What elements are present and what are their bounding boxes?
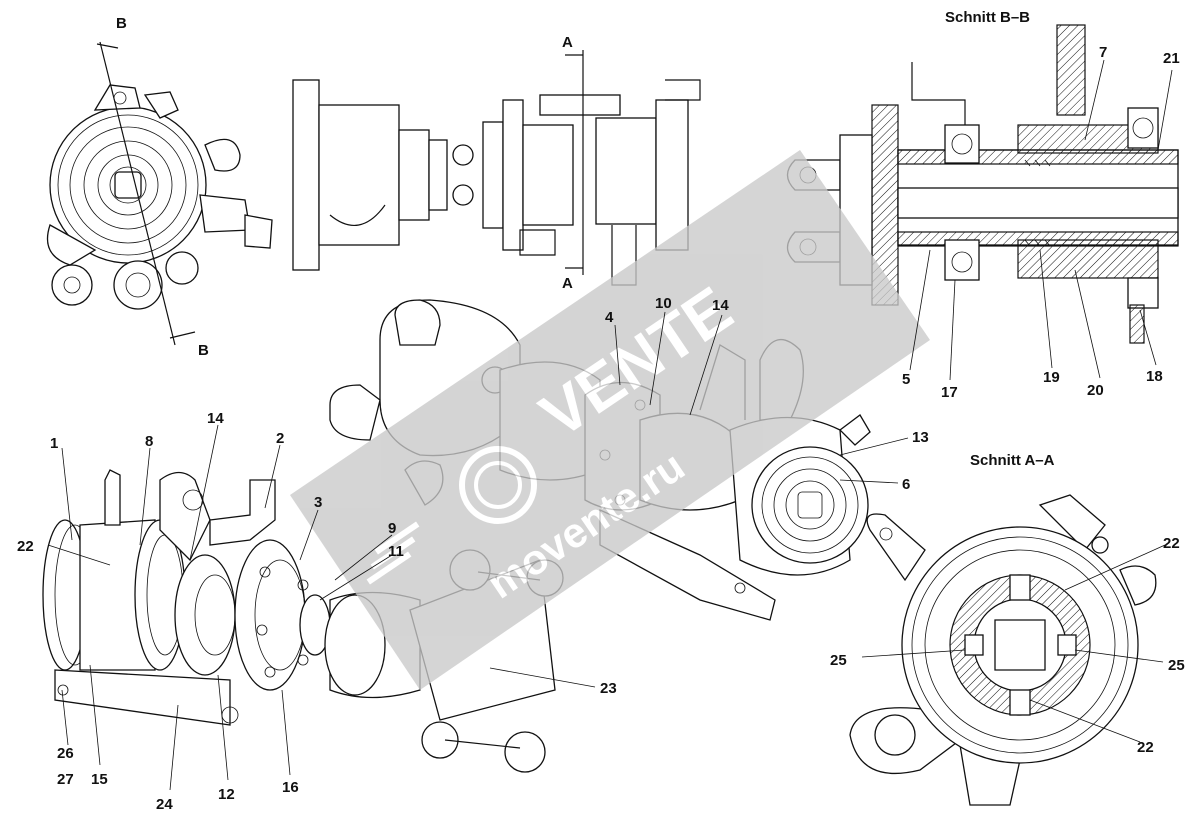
callout-20: 20 [1087, 382, 1104, 399]
cut-marker-a-bottom: A [562, 275, 573, 292]
callout-labels: 1 8 14 2 3 22 9 11 23 4 10 14 13 6 7 21 … [17, 44, 1185, 813]
callout-25-right: 25 [1168, 657, 1185, 674]
callout-27: 27 [57, 771, 74, 788]
callout-5: 5 [902, 371, 910, 388]
callout-26: 26 [57, 745, 74, 762]
leader-lines [47, 59, 1173, 791]
callout-13: 13 [912, 429, 929, 446]
section-bb-title: Schnitt B–B [945, 9, 1030, 26]
end-view-drawing [46, 41, 273, 346]
cut-marker-b-bottom: B [198, 342, 209, 359]
section-bb-drawing [786, 24, 1179, 344]
callout-16: 16 [282, 779, 299, 796]
callout-4: 4 [605, 309, 614, 326]
callout-7: 7 [1099, 44, 1107, 61]
callout-2: 2 [276, 430, 284, 447]
callout-21: 21 [1163, 50, 1180, 67]
callout-25-left: 25 [830, 652, 847, 669]
callout-8: 8 [145, 433, 153, 450]
callout-12: 12 [218, 786, 235, 803]
cut-marker-b-top: B [116, 15, 127, 32]
section-aa-title: Schnitt A–A [970, 452, 1055, 469]
callout-23: 23 [600, 680, 617, 697]
callout-18: 18 [1146, 368, 1163, 385]
callout-14-left: 14 [207, 410, 224, 427]
callout-17: 17 [941, 384, 958, 401]
section-aa-drawing [849, 494, 1157, 806]
callout-3: 3 [314, 494, 322, 511]
callout-22-right-top: 22 [1163, 535, 1180, 552]
callout-10: 10 [655, 295, 672, 312]
callout-14-center: 14 [712, 297, 729, 314]
callout-22-right-bottom: 22 [1137, 739, 1154, 756]
callout-22-left: 22 [17, 538, 34, 555]
cut-marker-a-top: A [562, 34, 573, 51]
callout-6: 6 [902, 476, 910, 493]
callout-19: 19 [1043, 369, 1060, 386]
callout-11: 11 [388, 543, 404, 560]
callout-1: 1 [50, 435, 58, 452]
callout-9: 9 [388, 520, 396, 537]
callout-15: 15 [91, 771, 108, 788]
callout-24: 24 [156, 796, 173, 813]
side-view-drawing [292, 50, 701, 286]
